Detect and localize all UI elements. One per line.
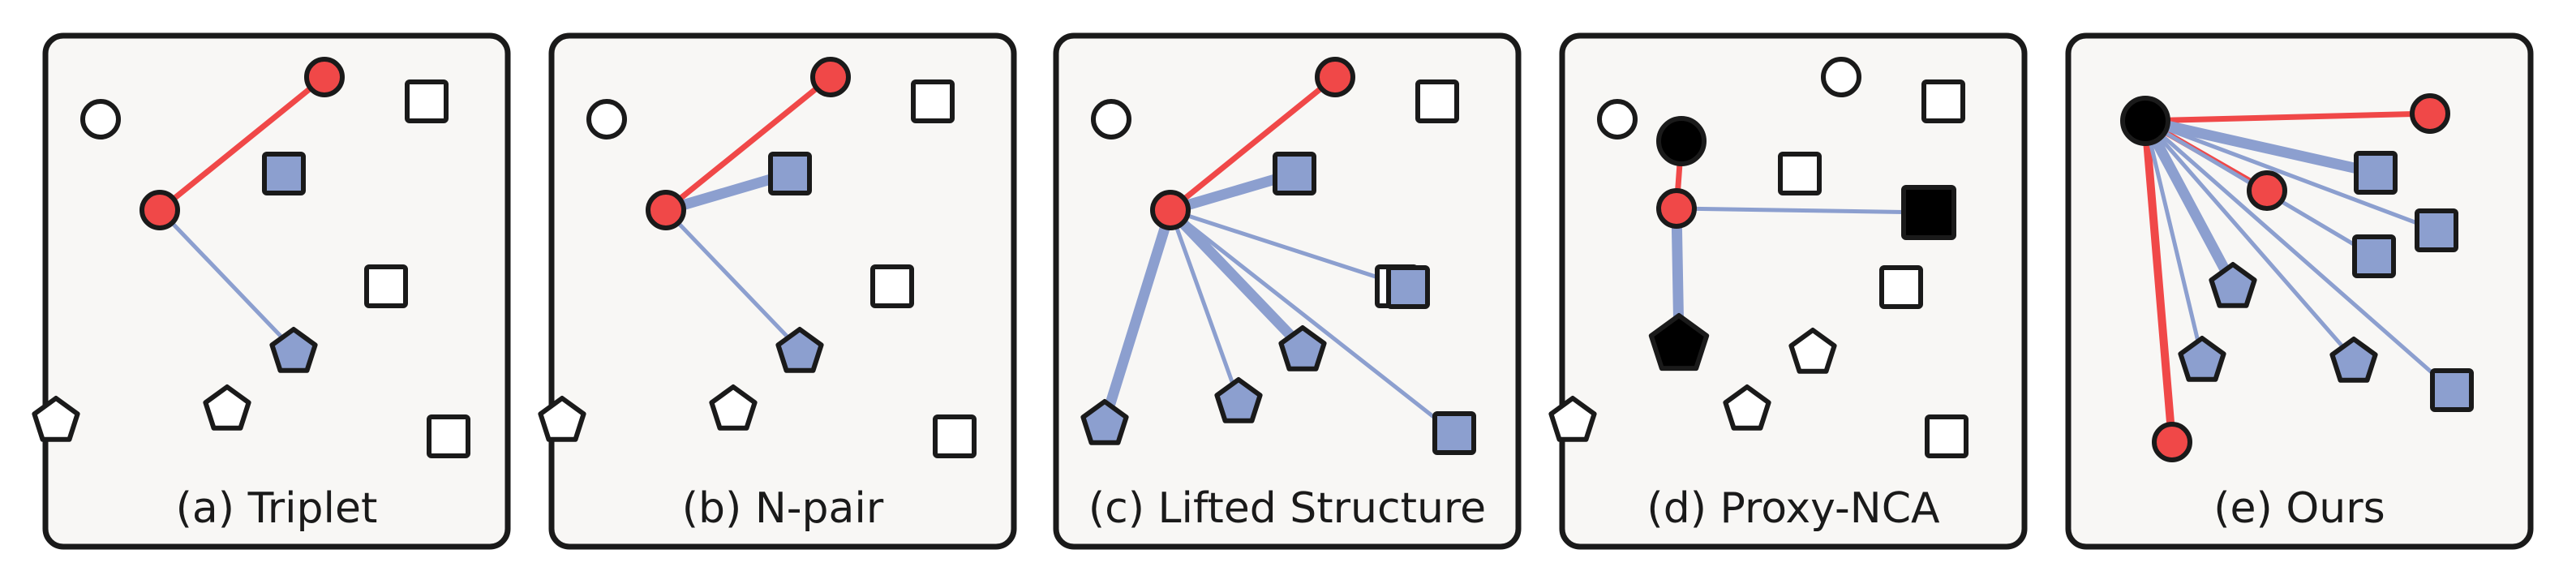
positive-circle-node bbox=[810, 57, 851, 97]
negative-square-node bbox=[1386, 265, 1430, 309]
hollow-square-node bbox=[911, 79, 955, 123]
hollow-circle-node bbox=[1091, 99, 1131, 140]
hollow-circle-node bbox=[1821, 57, 1861, 97]
panel-lifted-structure: (c) Lifted Structure bbox=[1053, 32, 1522, 550]
positive-circle-node bbox=[2152, 422, 2192, 462]
negative-square-node bbox=[1432, 411, 1476, 455]
negative-square-node bbox=[2415, 208, 2458, 252]
hollow-pentagon-node bbox=[203, 384, 251, 431]
panel-frame bbox=[548, 32, 1017, 550]
positive-circle-node bbox=[140, 190, 180, 230]
negative-edge bbox=[663, 208, 802, 352]
hollow-circle-node bbox=[80, 99, 121, 140]
negative-square-node bbox=[1273, 152, 1316, 195]
node-layer bbox=[538, 57, 977, 458]
negative-pentagon-node bbox=[1214, 377, 1263, 423]
positive-edge bbox=[2141, 117, 2176, 446]
panel-caption: (c) Lifted Structure bbox=[1088, 484, 1486, 533]
negative-edge bbox=[1099, 204, 1176, 427]
hollow-square-node bbox=[933, 414, 977, 458]
hollow-circle-node bbox=[1597, 99, 1638, 140]
node-layer bbox=[1548, 57, 1968, 458]
negative-square-node bbox=[262, 152, 306, 195]
negative-pentagon-node bbox=[2178, 336, 2226, 382]
negative-square-node bbox=[768, 152, 812, 195]
negative-square-node bbox=[2354, 151, 2398, 195]
positive-circle-node bbox=[304, 57, 345, 97]
hollow-circle-node bbox=[586, 99, 627, 140]
positive-edge bbox=[663, 74, 834, 213]
positive-circle-node bbox=[2247, 170, 2287, 211]
hollow-pentagon-node bbox=[1548, 396, 1597, 442]
negative-square-node bbox=[2352, 234, 2396, 278]
panel-triplet: (a) Triplet bbox=[32, 32, 511, 550]
negative-pentagon-node bbox=[2209, 262, 2257, 308]
negative-edge bbox=[1168, 208, 1241, 402]
panel-n-pair: (b) N-pair bbox=[538, 32, 1017, 550]
negative-edge bbox=[2143, 118, 2439, 233]
positive-edge bbox=[1167, 74, 1338, 213]
panel-caption: (a) Triplet bbox=[176, 484, 378, 533]
hollow-pentagon-node bbox=[1788, 328, 1837, 374]
proxy-pentagon-node bbox=[1648, 313, 1710, 371]
panel-caption: (e) Ours bbox=[2213, 484, 2385, 533]
negative-edge bbox=[2143, 118, 2454, 393]
negative-edge bbox=[1168, 208, 1410, 290]
hollow-square-node bbox=[1778, 152, 1822, 195]
node-layer bbox=[1080, 57, 1476, 455]
negative-pentagon-node bbox=[775, 327, 824, 373]
hollow-square-node bbox=[870, 264, 914, 308]
negative-edge bbox=[2140, 115, 2239, 290]
edge-layer bbox=[157, 74, 328, 352]
positive-edge bbox=[2142, 110, 2433, 124]
negative-edge bbox=[2143, 118, 2205, 361]
positive-circle-node bbox=[646, 190, 686, 230]
negative-edge bbox=[1168, 208, 1457, 436]
positive-circle-node bbox=[1150, 190, 1191, 230]
positive-edge bbox=[157, 74, 328, 213]
node-layer bbox=[32, 57, 470, 458]
hollow-pentagon-node bbox=[1723, 384, 1771, 431]
hollow-square-node bbox=[1415, 79, 1459, 123]
negative-edge bbox=[2140, 115, 2381, 178]
panel-frame bbox=[1053, 32, 1522, 550]
panel-ours: (e) Ours bbox=[2065, 32, 2534, 550]
hollow-square-node bbox=[1925, 414, 1968, 458]
negative-square-node bbox=[2430, 368, 2474, 412]
negative-pentagon-node bbox=[1278, 325, 1327, 371]
negative-pentagon-node bbox=[2329, 337, 2378, 383]
positive-circle-node bbox=[2410, 93, 2450, 134]
negative-edge bbox=[2143, 118, 2356, 362]
positive-circle-node bbox=[1656, 188, 1697, 229]
hollow-square-node bbox=[1921, 79, 1965, 123]
negative-pentagon-node bbox=[1080, 399, 1129, 445]
hollow-pentagon-node bbox=[32, 396, 80, 442]
proxy-square-node bbox=[1901, 185, 1956, 240]
hollow-square-node bbox=[405, 79, 449, 123]
hollow-square-node bbox=[1879, 265, 1923, 309]
hollow-pentagon-node bbox=[538, 396, 586, 442]
panel-frame bbox=[42, 32, 511, 550]
panel-caption: (d) Proxy-NCA bbox=[1646, 484, 1940, 533]
negative-edge bbox=[1165, 204, 1308, 354]
negative-edge bbox=[1674, 206, 1931, 215]
positive-circle-node bbox=[1315, 57, 1355, 97]
hollow-square-node bbox=[364, 264, 408, 308]
proxy-circle-node bbox=[1656, 116, 1707, 166]
negative-pentagon-node bbox=[269, 327, 318, 373]
hollow-square-node bbox=[427, 414, 470, 458]
negative-edge bbox=[157, 208, 296, 352]
node-layer bbox=[2120, 93, 2474, 462]
proxy-circle-node bbox=[2120, 96, 2170, 146]
panel-caption: (b) N-pair bbox=[682, 484, 884, 533]
hollow-pentagon-node bbox=[709, 384, 758, 431]
panel-proxy-nca: (d) Proxy-NCA bbox=[1548, 32, 2028, 550]
